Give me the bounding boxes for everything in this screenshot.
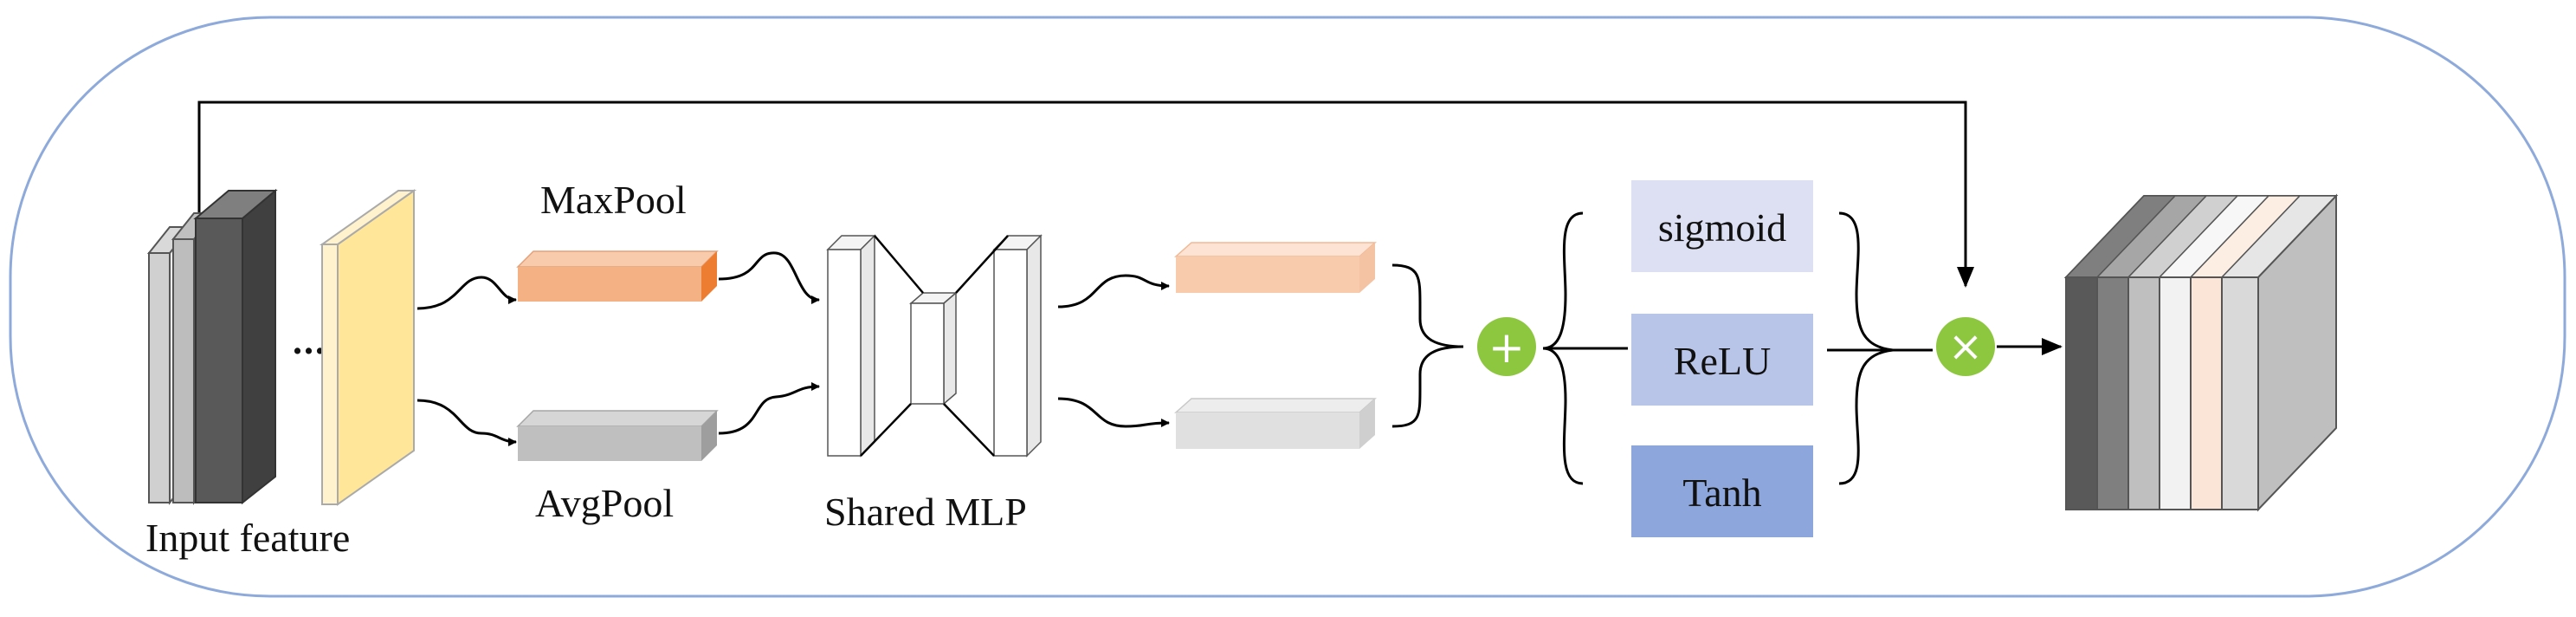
arrow-to-maxpool bbox=[416, 276, 517, 310]
shared-mlp bbox=[826, 234, 1043, 458]
multiply-symbol: × bbox=[1948, 322, 1983, 371]
avgpool-label: AvgPool bbox=[535, 481, 674, 525]
arrow-maxpool-to-mlp bbox=[718, 251, 820, 304]
connector-avg-to-add bbox=[1391, 345, 1464, 428]
max-branch-output bbox=[1174, 242, 1377, 293]
input-feature-label: Input feature bbox=[145, 516, 350, 560]
input-last-map bbox=[321, 244, 339, 505]
add-symbol: + bbox=[1488, 322, 1525, 373]
input-ellipsis: ... bbox=[293, 320, 326, 362]
arrow-mlp-to-max-output bbox=[1057, 274, 1170, 308]
maxpool-label: MaxPool bbox=[540, 178, 687, 222]
skip-connection-arrow bbox=[197, 101, 1974, 288]
shared-mlp-label: Shared MLP bbox=[824, 490, 1027, 534]
connector-max-to-add bbox=[1391, 263, 1464, 348]
arrow-mlp-to-avg-output bbox=[1057, 397, 1170, 428]
avgpool-vector bbox=[516, 410, 719, 461]
avg-branch-output bbox=[1174, 398, 1377, 449]
activation-tanh: Tanh bbox=[1631, 445, 1813, 537]
svg-text:sigmoid: sigmoid bbox=[1658, 205, 1786, 250]
maxpool-vector bbox=[516, 250, 719, 302]
brace-merge bbox=[1838, 211, 1894, 485]
multiply-operator bbox=[1936, 317, 1995, 376]
output-feature-stack bbox=[2063, 193, 2339, 512]
svg-text:ReLU: ReLU bbox=[1674, 339, 1771, 383]
activation-relu: ReLU bbox=[1631, 314, 1813, 406]
svg-text:Tanh: Tanh bbox=[1682, 471, 1761, 515]
activation-sigmoid: sigmoid bbox=[1631, 180, 1813, 272]
input-feature-stack: ... bbox=[146, 188, 417, 506]
outer-frame bbox=[9, 16, 2566, 598]
arrow-to-avgpool bbox=[416, 399, 517, 446]
input-dark-map bbox=[195, 218, 243, 503]
add-operator bbox=[1477, 317, 1536, 376]
arrow-avgpool-to-mlp bbox=[718, 382, 820, 435]
